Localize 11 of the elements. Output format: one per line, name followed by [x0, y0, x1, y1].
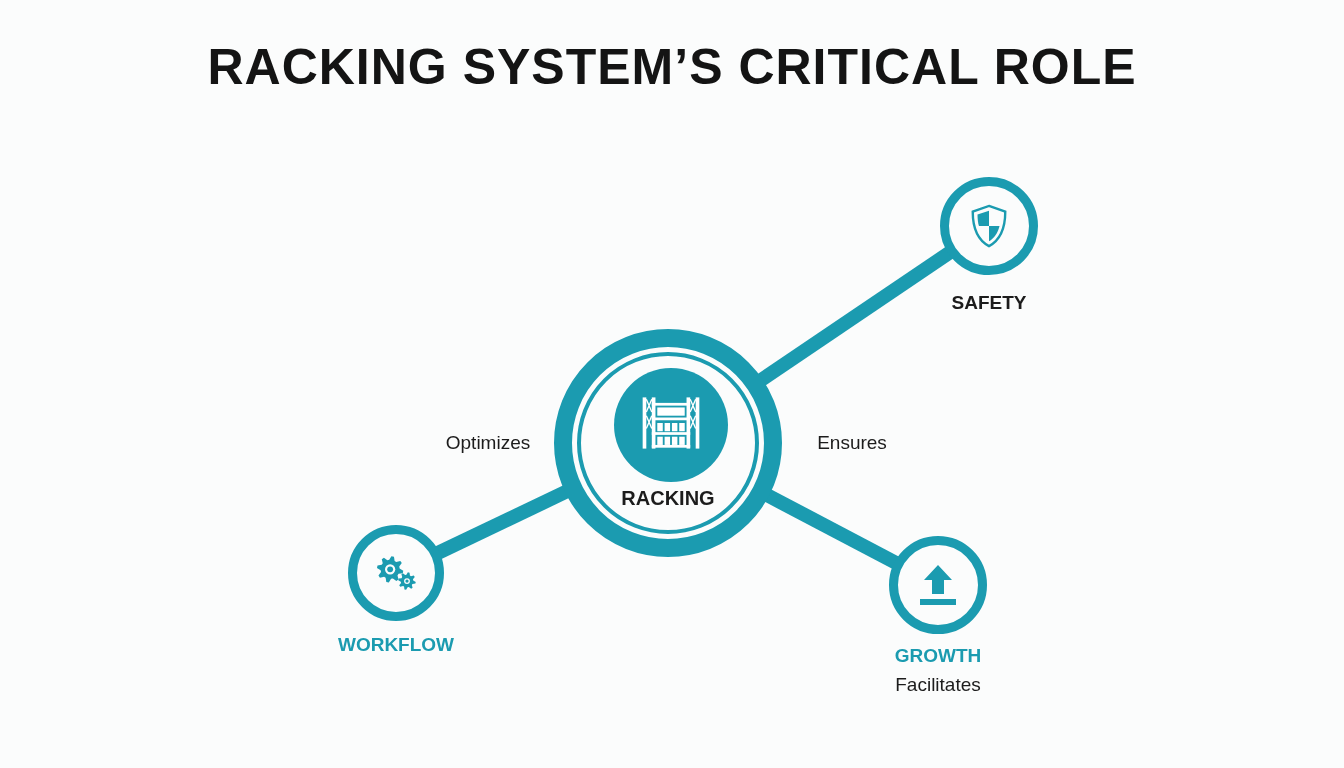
- relation-label: Optimizes: [445, 432, 531, 454]
- connector-line: [434, 485, 570, 560]
- node-label: SAFETY: [951, 292, 1027, 314]
- node-label: GROWTH: [894, 645, 982, 667]
- relation-label: Ensures: [817, 432, 887, 454]
- node-label: RACKING: [621, 487, 715, 510]
- connector-line: [763, 488, 900, 570]
- connector-line: [756, 246, 954, 387]
- node-label: WORKFLOW: [337, 634, 455, 656]
- title: RACKING SYSTEM’S CRITICAL ROLE: [207, 38, 1137, 96]
- node-caption: Facilitates: [895, 674, 981, 696]
